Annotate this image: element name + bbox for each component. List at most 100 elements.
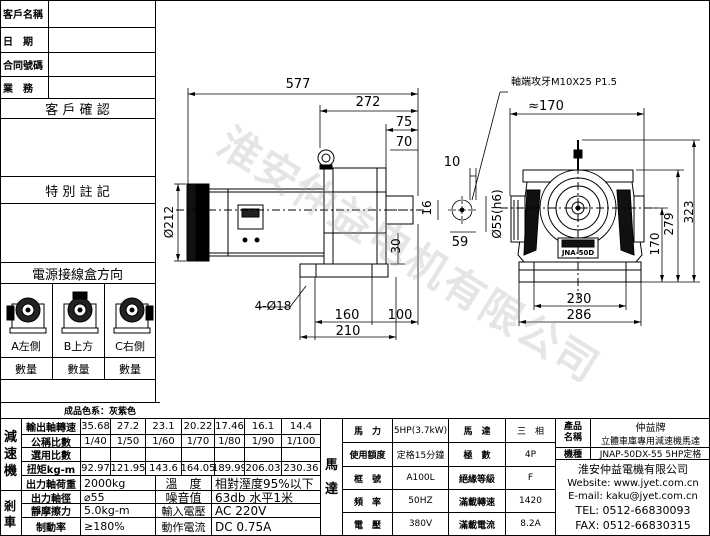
dim-230: 230 [566,291,592,307]
reducer-row-label: 公稱比數 [31,437,71,448]
reducer-cell: 27.2 [116,421,140,432]
reducer-cell: 189.99 [215,463,244,474]
dim-shaft-diameter: Ø55(h6) [490,189,504,239]
reducer-cell: 17.46 [215,421,244,432]
quantity-a-label: 數量 [15,362,37,376]
dim-16: 16 [420,200,434,216]
motor-spec-value: 8.2A [520,519,541,529]
dim-279: 279 [662,212,676,236]
noise-value: 63db 水平1米 [215,491,293,503]
reducer-cell [111,448,145,461]
sales-label: 業 務 [3,84,33,95]
dim-motor-diameter: Ø212 [162,205,176,239]
motor-spec-value: A100L [406,473,435,483]
dim-210: 210 [335,323,361,339]
motor-spec-value: 50HZ [408,496,433,506]
reducer-cell: 1/100 [286,435,316,447]
reducer-group-label: 減速機 [3,430,17,479]
product-name-label: 產品名稱 [563,422,582,443]
customer-name-label: 客戶名稱 [3,10,43,21]
date-label: 日 期 [3,36,33,48]
input-voltage-label: 輸入電壓 [161,504,206,518]
company-email[interactable]: E-mail: kaku@jyet.com.cn [568,491,698,502]
reducer-cell: 1/40 [84,435,107,447]
dim-holes: 4-Ø18 [254,299,292,313]
reducer-row-label: 選用比數 [31,451,71,461]
static-friction-value: 5.0kg-m [84,504,130,517]
direction-a-label: A左側 [11,340,41,353]
braking-rate-label: 制動率 [36,523,66,534]
reducer-cell: 121.95 [111,463,145,474]
product-brand: 仲益牌 [635,423,666,433]
reducer-cell [81,448,110,461]
diameter-label: 出力軸徑 [31,493,71,504]
product-name-value: 立體車庫專用減速機馬達 [600,436,700,447]
reducer-cell [215,448,244,461]
motor-spec-value: 380V [408,519,433,529]
company-fax: FAX: 0512-66830315 [575,519,691,532]
dim-70: 70 [395,134,413,150]
motor-spec-label: 滿載電流 [458,520,495,531]
motor-spec-value: 5HP(3.7kW) [393,425,448,436]
dim-75: 75 [395,114,413,130]
motor-spec-label: 馬 力 [353,427,381,437]
noise-label: 噪音值 [165,491,202,503]
contract-no-label: 合同號碼 [3,61,43,72]
action-current-value: DC 0.75A [215,519,272,534]
dim-30: 30 [389,238,403,254]
dim-160: 160 [334,307,360,323]
junction-box-direction-label: 電源接線盒方向 [31,267,123,283]
motor-spec-label: 電 壓 [353,520,381,531]
reducer-cell: 14.4 [289,421,313,432]
reducer-cell: 143.6 [149,463,178,474]
finish-color: 成品色系：灰紫色 [63,407,136,417]
motor-spec-label: 極 數 [463,451,491,461]
model-label: 機種 [563,450,582,459]
braking-rate-value: ≥180% [84,520,125,533]
reducer-cell [245,448,281,461]
motor-spec-label: 框 號 [353,474,381,485]
motor-spec-label: 頻 率 [353,497,381,508]
temp-label: 溫 度 [165,476,202,491]
reducer-cell: 20.22 [183,421,213,432]
reducer-cell: 230.36 [283,463,319,474]
dim-10: 10 [443,154,461,170]
reducer-cell: 1/50 [116,435,140,447]
model-value: JNAP-50DX-55 5HP定格 [599,450,702,459]
direction-b-label: B上方 [63,340,94,353]
reducer-cell [146,448,181,461]
reducer-cell [282,448,320,461]
motor-spec-value: 定格15分鐘 [396,451,445,461]
motor-spec-label: 絕緣等級 [458,474,495,485]
motor-spec-label: 馬 達 [463,427,491,437]
diameter-value: ⌀55 [84,491,105,503]
motor-spec-value: 1420 [519,496,542,506]
customer-confirm-label: 客 戶 確 認 [45,103,110,118]
motor-spec-value: 三 相 [516,427,544,437]
static-friction-label: 靜摩擦力 [31,507,71,517]
dim-272: 272 [355,94,381,110]
temp-value: 相對溼度95%以下 [215,476,314,491]
dim-total-length: 577 [285,76,311,92]
input-voltage-value: AC 220V [215,504,267,517]
dim-59: 59 [451,234,469,250]
special-notes-label: 特 別 註 記 [45,184,110,200]
dim-approx-170: ≈170 [528,98,564,114]
reducer-cell: 1/80 [218,435,241,447]
reducer-cell: 206.03 [245,463,281,474]
quantity-b-label: 數量 [67,362,90,376]
nameplate-model: JNA-50D [561,249,595,257]
motor-group-label: 馬達 [325,457,339,497]
reducer-cell: 23.1 [152,421,175,432]
reducer-row-label: 輸出軸轉速 [26,423,76,434]
action-current-label: 動作電流 [161,520,206,534]
motor-spec-label: 使用額度 [349,451,386,461]
reducer-cell: 164.05 [182,463,214,474]
motor-spec-value: 4P [524,449,537,460]
motor-spec-label: 滿載轉速 [458,497,495,508]
company-tel: TEL: 0512-66830093 [575,503,691,517]
load-value: 2000kg [84,476,126,490]
shaft-thread-note: 軸端攻牙M10X25 P1.5 [510,76,618,88]
company-website[interactable]: Website: www.jyet.com.cn [567,478,699,489]
